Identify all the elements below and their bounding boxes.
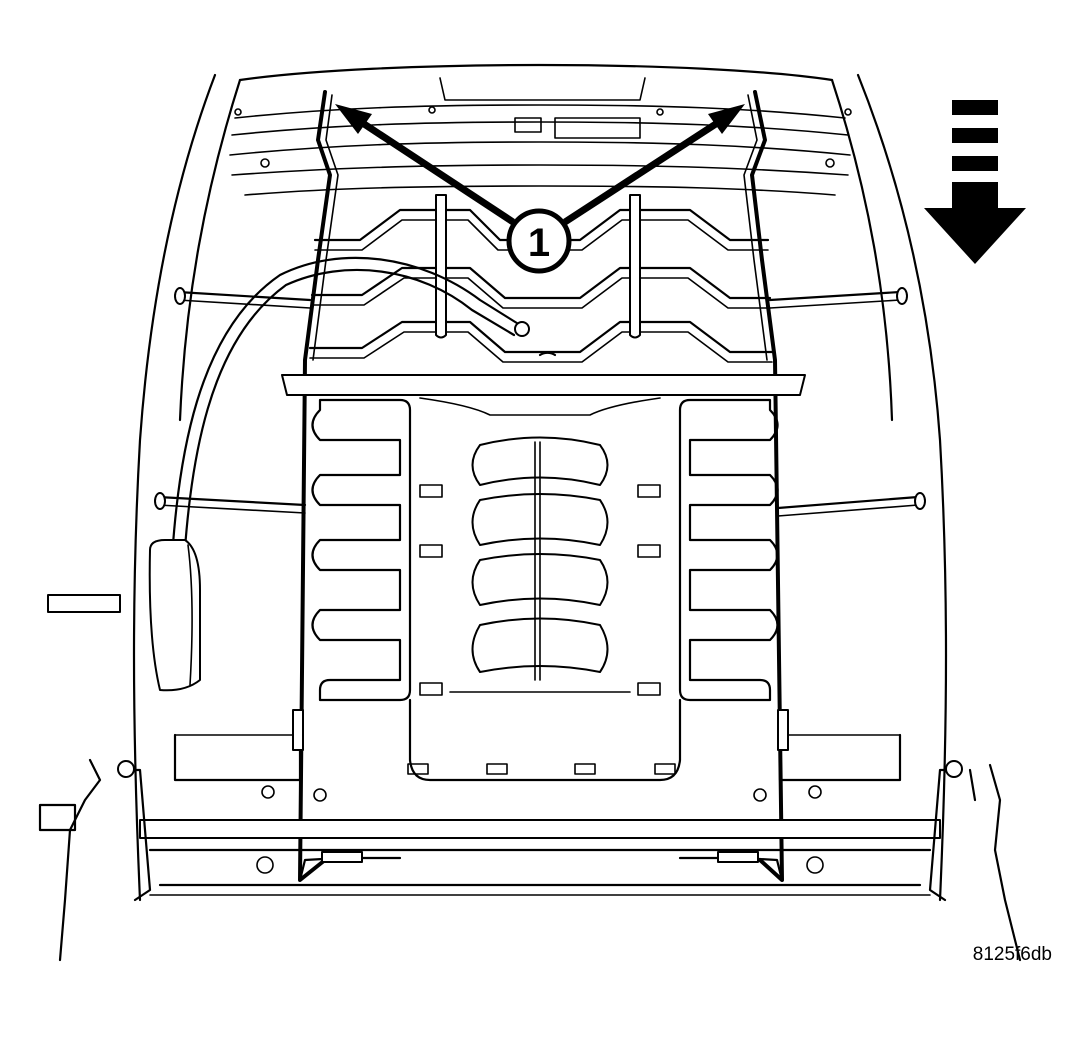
figure-id: 8125f6db — [973, 944, 1052, 965]
down-arrow-icon — [924, 100, 1026, 264]
lumbar-bladder — [471, 436, 609, 681]
mounting-brackets — [38, 758, 1022, 962]
callout-leaders — [335, 104, 745, 225]
callout-1: 1 — [506, 208, 572, 274]
lower-frame — [117, 709, 963, 902]
side-spring-ties — [154, 287, 926, 517]
callout-label: 1 — [528, 221, 550, 265]
release-cable — [168, 256, 530, 602]
left-bolster-pad — [47, 539, 201, 692]
lumbar-plate — [281, 374, 806, 782]
